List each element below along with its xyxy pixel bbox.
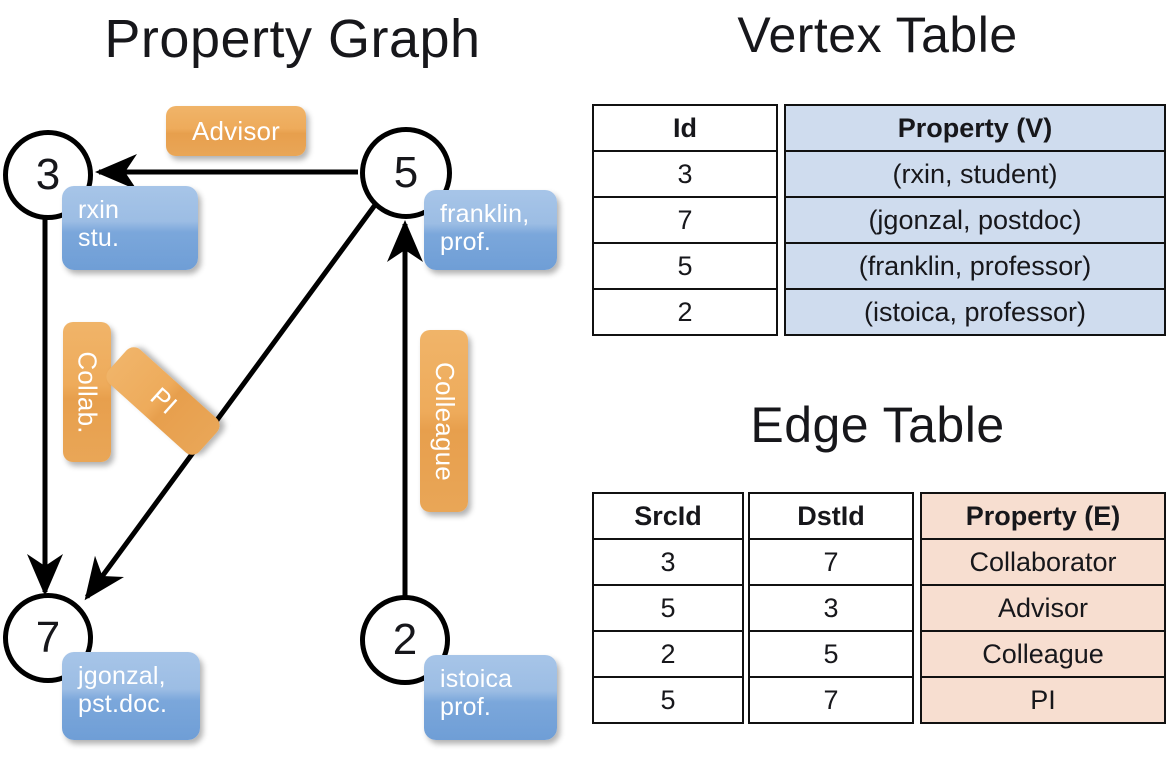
table-row: 5 [592,242,778,290]
vertex-property-cell: (franklin, professor) [784,242,1166,290]
table-row: Colleague [920,630,1166,678]
edge-srcid-cell: 3 [592,538,744,586]
vertex-property-line-1: jgonzal, [78,662,166,690]
table-row: 7 [592,196,778,244]
table-row: (franklin, professor) [784,242,1166,290]
edge-table-dstid-column: DstId 7 3 5 7 [748,492,914,724]
table-header-row: Property (V) [784,104,1166,152]
vertex-property-cell: (istoica, professor) [784,288,1166,336]
edge-table-header-dstid: DstId [748,492,914,540]
vertex-property-cell: (rxin, student) [784,150,1166,198]
page-title-property-graph: Property Graph [104,9,481,69]
table-row: 7 [748,676,914,724]
table-row: 5 [592,676,744,724]
table-row: (istoica, professor) [784,288,1166,336]
edge-table-srcid-column: SrcId 3 5 2 5 [592,492,744,724]
table-header-row: Property (E) [920,492,1166,540]
edge-srcid-cell: 5 [592,676,744,724]
edge-srcid-cell: 2 [592,630,744,678]
edge-table-header-property: Property (E) [920,492,1166,540]
page-title-vertex-table: Vertex Table [737,7,1018,63]
vertex-property-line-1: rxin [78,196,120,224]
edge-dstid-cell: 7 [748,538,914,586]
vertex-id-cell: 7 [592,196,778,244]
vertex-id-cell: 5 [592,242,778,290]
table-row: 7 [748,538,914,586]
edge-label-advisor-text: Advisor [191,115,281,146]
edge-dstid-cell: 7 [748,676,914,724]
vertex-property-box-3: rxin stu. [62,186,198,270]
vertex-property-line-1: istoica [440,665,513,693]
vertex-property-line-1: franklin, [440,200,530,228]
table-row: 5 [748,630,914,678]
table-row: 3 [592,150,778,198]
table-row: 5 [592,584,744,632]
vertex-property-line-2: prof. [440,693,492,721]
vertex-property-line-2: pst.doc. [78,690,168,718]
table-row: (jgonzal, postdoc) [784,196,1166,244]
edge-property-cell: PI [920,676,1166,724]
page-title-edge-table: Edge Table [750,397,1005,453]
vertex-property-cell: (jgonzal, postdoc) [784,196,1166,244]
graph-node-2[interactable]: 2 [360,595,450,685]
table-row: 3 [748,584,914,632]
table-header-row: DstId [748,492,914,540]
vertex-property-line-2: prof. [440,228,492,256]
edge-label-advisor: Advisor [166,106,306,156]
vertex-table-header-id: Id [592,104,778,152]
vertex-table-property-column: Property (V) (rxin, student) (jgonzal, p… [784,104,1166,336]
edge-dstid-cell: 3 [748,584,914,632]
edge-table-header-srcid: SrcId [592,492,744,540]
vertex-table-header-property: Property (V) [784,104,1166,152]
table-row: 2 [592,288,778,336]
table-row: 3 [592,538,744,586]
edge-property-cell: Collaborator [920,538,1166,586]
table-row: PI [920,676,1166,724]
graph-edges-canvas [27,154,423,601]
vertex-id-cell: 3 [592,150,778,198]
edge-label-colleague: Colleague [420,330,468,512]
edge-table-property-column: Property (E) Collaborator Advisor Collea… [920,492,1166,724]
vertex-id-cell: 2 [592,288,778,336]
edge-srcid-cell: 5 [592,584,744,632]
graph-node-5[interactable]: 5 [360,127,452,219]
edge-property-cell: Colleague [920,630,1166,678]
vertex-property-box-7: jgonzal, pst.doc. [62,652,200,740]
edge-arrow-5-to-7 [84,203,378,601]
table-row: (rxin, student) [784,150,1166,198]
vertex-property-box-5: franklin, prof. [424,190,557,270]
table-header-row: Id [592,104,778,152]
edge-label-colleague-text: Colleague [429,361,460,481]
vertex-table-id-column: Id 3 7 5 2 [592,104,778,336]
vertex-property-box-2: istoica prof. [424,655,557,740]
table-row: Collaborator [920,538,1166,586]
edge-label-collab-text: Collab. [72,350,103,434]
vertex-property-line-2: stu. [78,224,120,252]
table-header-row: SrcId [592,492,744,540]
edge-label-pi-text: PI [144,381,183,421]
edge-dstid-cell: 5 [748,630,914,678]
edge-label-collab: Collab. [63,322,111,462]
table-row: 2 [592,630,744,678]
table-row: Advisor [920,584,1166,632]
edge-property-cell: Advisor [920,584,1166,632]
